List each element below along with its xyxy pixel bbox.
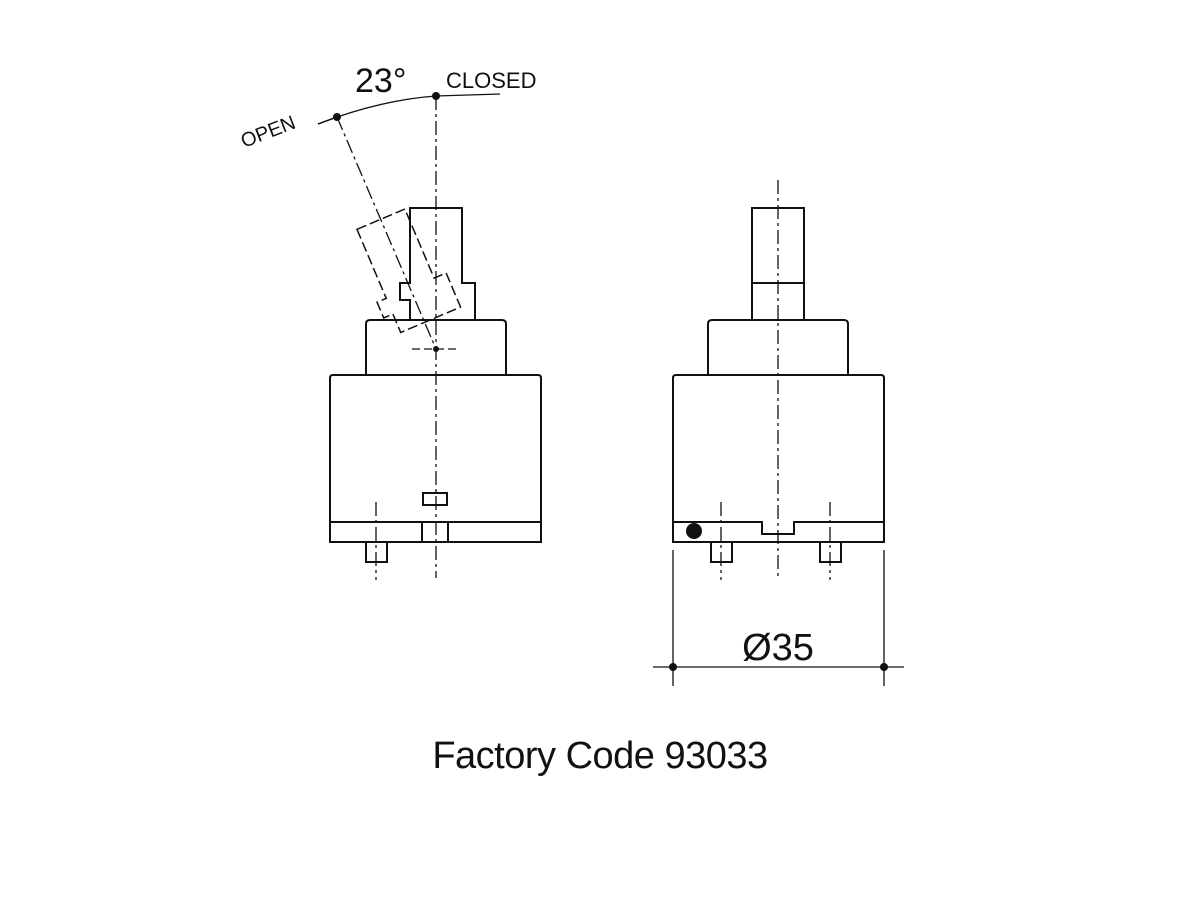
body-window: [422, 492, 448, 506]
diameter-label: Ø35: [742, 627, 814, 669]
front-main-body: [672, 374, 885, 543]
front-view-cartridge: [653, 180, 904, 686]
stem-closed: [399, 207, 476, 321]
angle-label: 23°: [355, 62, 406, 100]
dim-point-right: [880, 663, 888, 671]
neck: [365, 319, 507, 376]
orientation-dot: [686, 523, 702, 539]
base-slot: [421, 522, 449, 542]
factory-code-caption: Factory Code 93033: [432, 735, 768, 777]
dim-point-left: [669, 663, 677, 671]
main-body: [329, 374, 542, 543]
front-base-ring: [673, 521, 884, 535]
front-neck: [707, 319, 849, 376]
angle-arc: [317, 93, 501, 125]
side-view-cartridge: [317, 92, 542, 580]
open-label: OPEN: [238, 112, 299, 153]
rotated-centerline: [336, 116, 437, 350]
closed-label: CLOSED: [446, 68, 536, 93]
stem-open-dashed: [355, 208, 462, 334]
front-stem: [751, 207, 805, 320]
